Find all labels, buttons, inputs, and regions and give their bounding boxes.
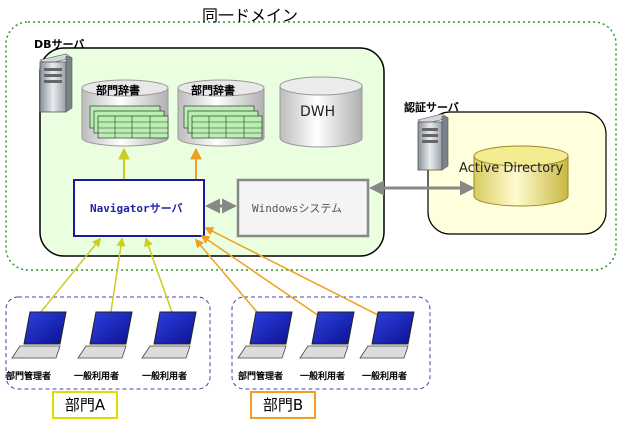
arrow-userA1-nav (35, 237, 102, 319)
laptop-icon (359, 311, 415, 359)
arrow-userB1-nav (194, 238, 263, 319)
dept-b-boundary (231, 296, 431, 390)
laptop-icon (11, 311, 67, 359)
active-directory-label: Active Directory (459, 161, 564, 176)
auth-server-title: 認証サーバ (404, 101, 459, 114)
dept-dictionary-2-table-icon (183, 105, 263, 139)
domain-boundary (5, 21, 617, 271)
laptop-icon (77, 311, 133, 359)
dept-dictionary-1-table-icon (89, 105, 169, 139)
dept-b-label: 部門B (250, 391, 316, 419)
arrow-userB2-nav (200, 234, 323, 319)
db-server-icon (39, 53, 73, 113)
dept-a-boundary (5, 296, 211, 390)
dwh-label: DWH (300, 104, 336, 120)
windows-system-box (236, 178, 370, 238)
dwh-cylinder (279, 76, 363, 148)
user-label: 部門管理者 (238, 372, 284, 382)
arrow-userB3-nav (204, 227, 385, 319)
domain-title: 同一ドメイン (202, 6, 299, 25)
auth-server-icon (417, 113, 449, 171)
dept-dictionary-2-label: 部門辞書 (191, 84, 235, 97)
arrow-userA2-nav (109, 237, 126, 319)
user-label: 一般利用者 (362, 372, 408, 382)
laptop-icon (141, 311, 197, 359)
user-label: 部門管理者 (6, 372, 52, 382)
active-directory-cylinder (473, 145, 569, 207)
arrow-userA3-nav (144, 237, 175, 319)
user-label: 一般利用者 (142, 372, 188, 382)
db-server-title: DBサーバ (34, 38, 85, 51)
navigator-server-box (73, 179, 205, 237)
laptop-icon (299, 311, 355, 359)
navigator-server-label: Navigatorサーバ (90, 202, 183, 215)
user-label: 一般利用者 (300, 372, 346, 382)
dept-dictionary-1-label: 部門辞書 (96, 84, 140, 97)
user-label: 一般利用者 (74, 372, 120, 382)
laptop-icon (237, 311, 293, 359)
dept-a-label: 部門A (52, 391, 118, 419)
windows-system-label: Windowsシステム (252, 202, 343, 215)
